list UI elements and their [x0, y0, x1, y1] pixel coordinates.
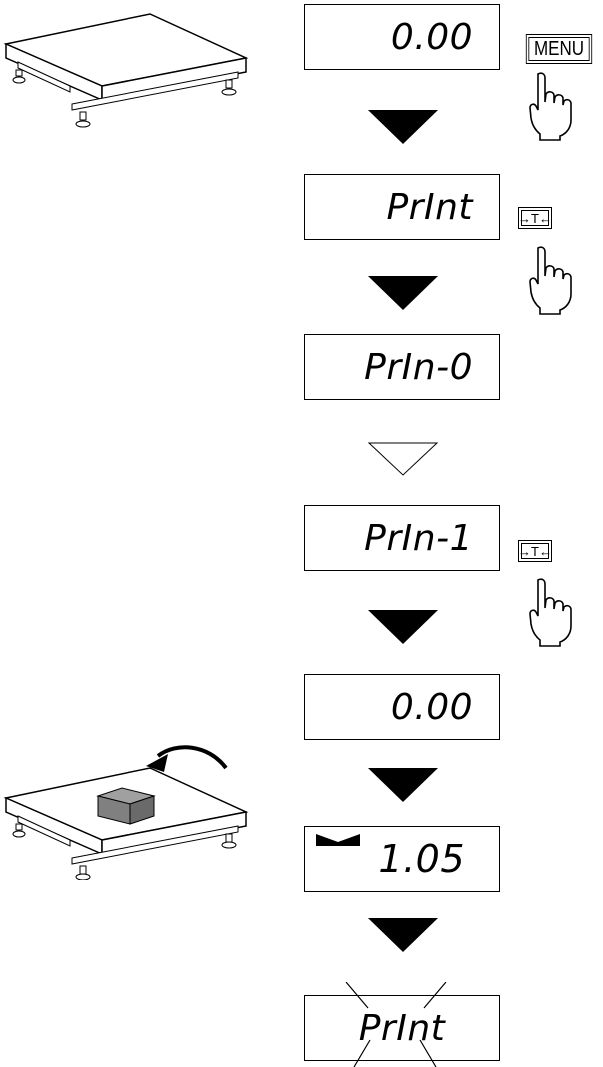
arrow-down-icon: [368, 276, 438, 310]
scale-empty-icon: [3, 13, 249, 128]
display-zero-2: 0.00: [304, 674, 500, 740]
stable-indicator-icon: [316, 834, 360, 846]
weight-box-icon: [96, 787, 156, 825]
display-prin-0: PrIn-0: [304, 334, 500, 400]
tare-button[interactable]: →T←: [518, 207, 552, 229]
hand-pointer-icon: [529, 246, 572, 315]
scale-with-load-icon: [3, 745, 249, 880]
arrow-down-icon: [368, 918, 438, 952]
arrow-down-outline-icon: [368, 442, 438, 476]
arrow-down-icon: [368, 610, 438, 644]
tare-button-2[interactable]: →T←: [518, 540, 552, 562]
menu-button[interactable]: MENU: [525, 34, 593, 64]
display-weight: 1.05: [304, 826, 500, 892]
display-zero: 0.00: [304, 4, 500, 70]
arrow-down-icon: [368, 110, 438, 144]
display-print-blink: PrInt: [304, 995, 500, 1061]
hand-pointer-icon: [529, 72, 572, 141]
display-print: PrInt: [304, 174, 500, 240]
display-prin-1: PrIn-1: [304, 505, 500, 571]
hand-pointer-icon: [529, 578, 572, 647]
curved-arrow-icon: [156, 745, 228, 770]
blink-marks-icon: [345, 982, 447, 1067]
arrow-down-icon: [368, 768, 438, 802]
